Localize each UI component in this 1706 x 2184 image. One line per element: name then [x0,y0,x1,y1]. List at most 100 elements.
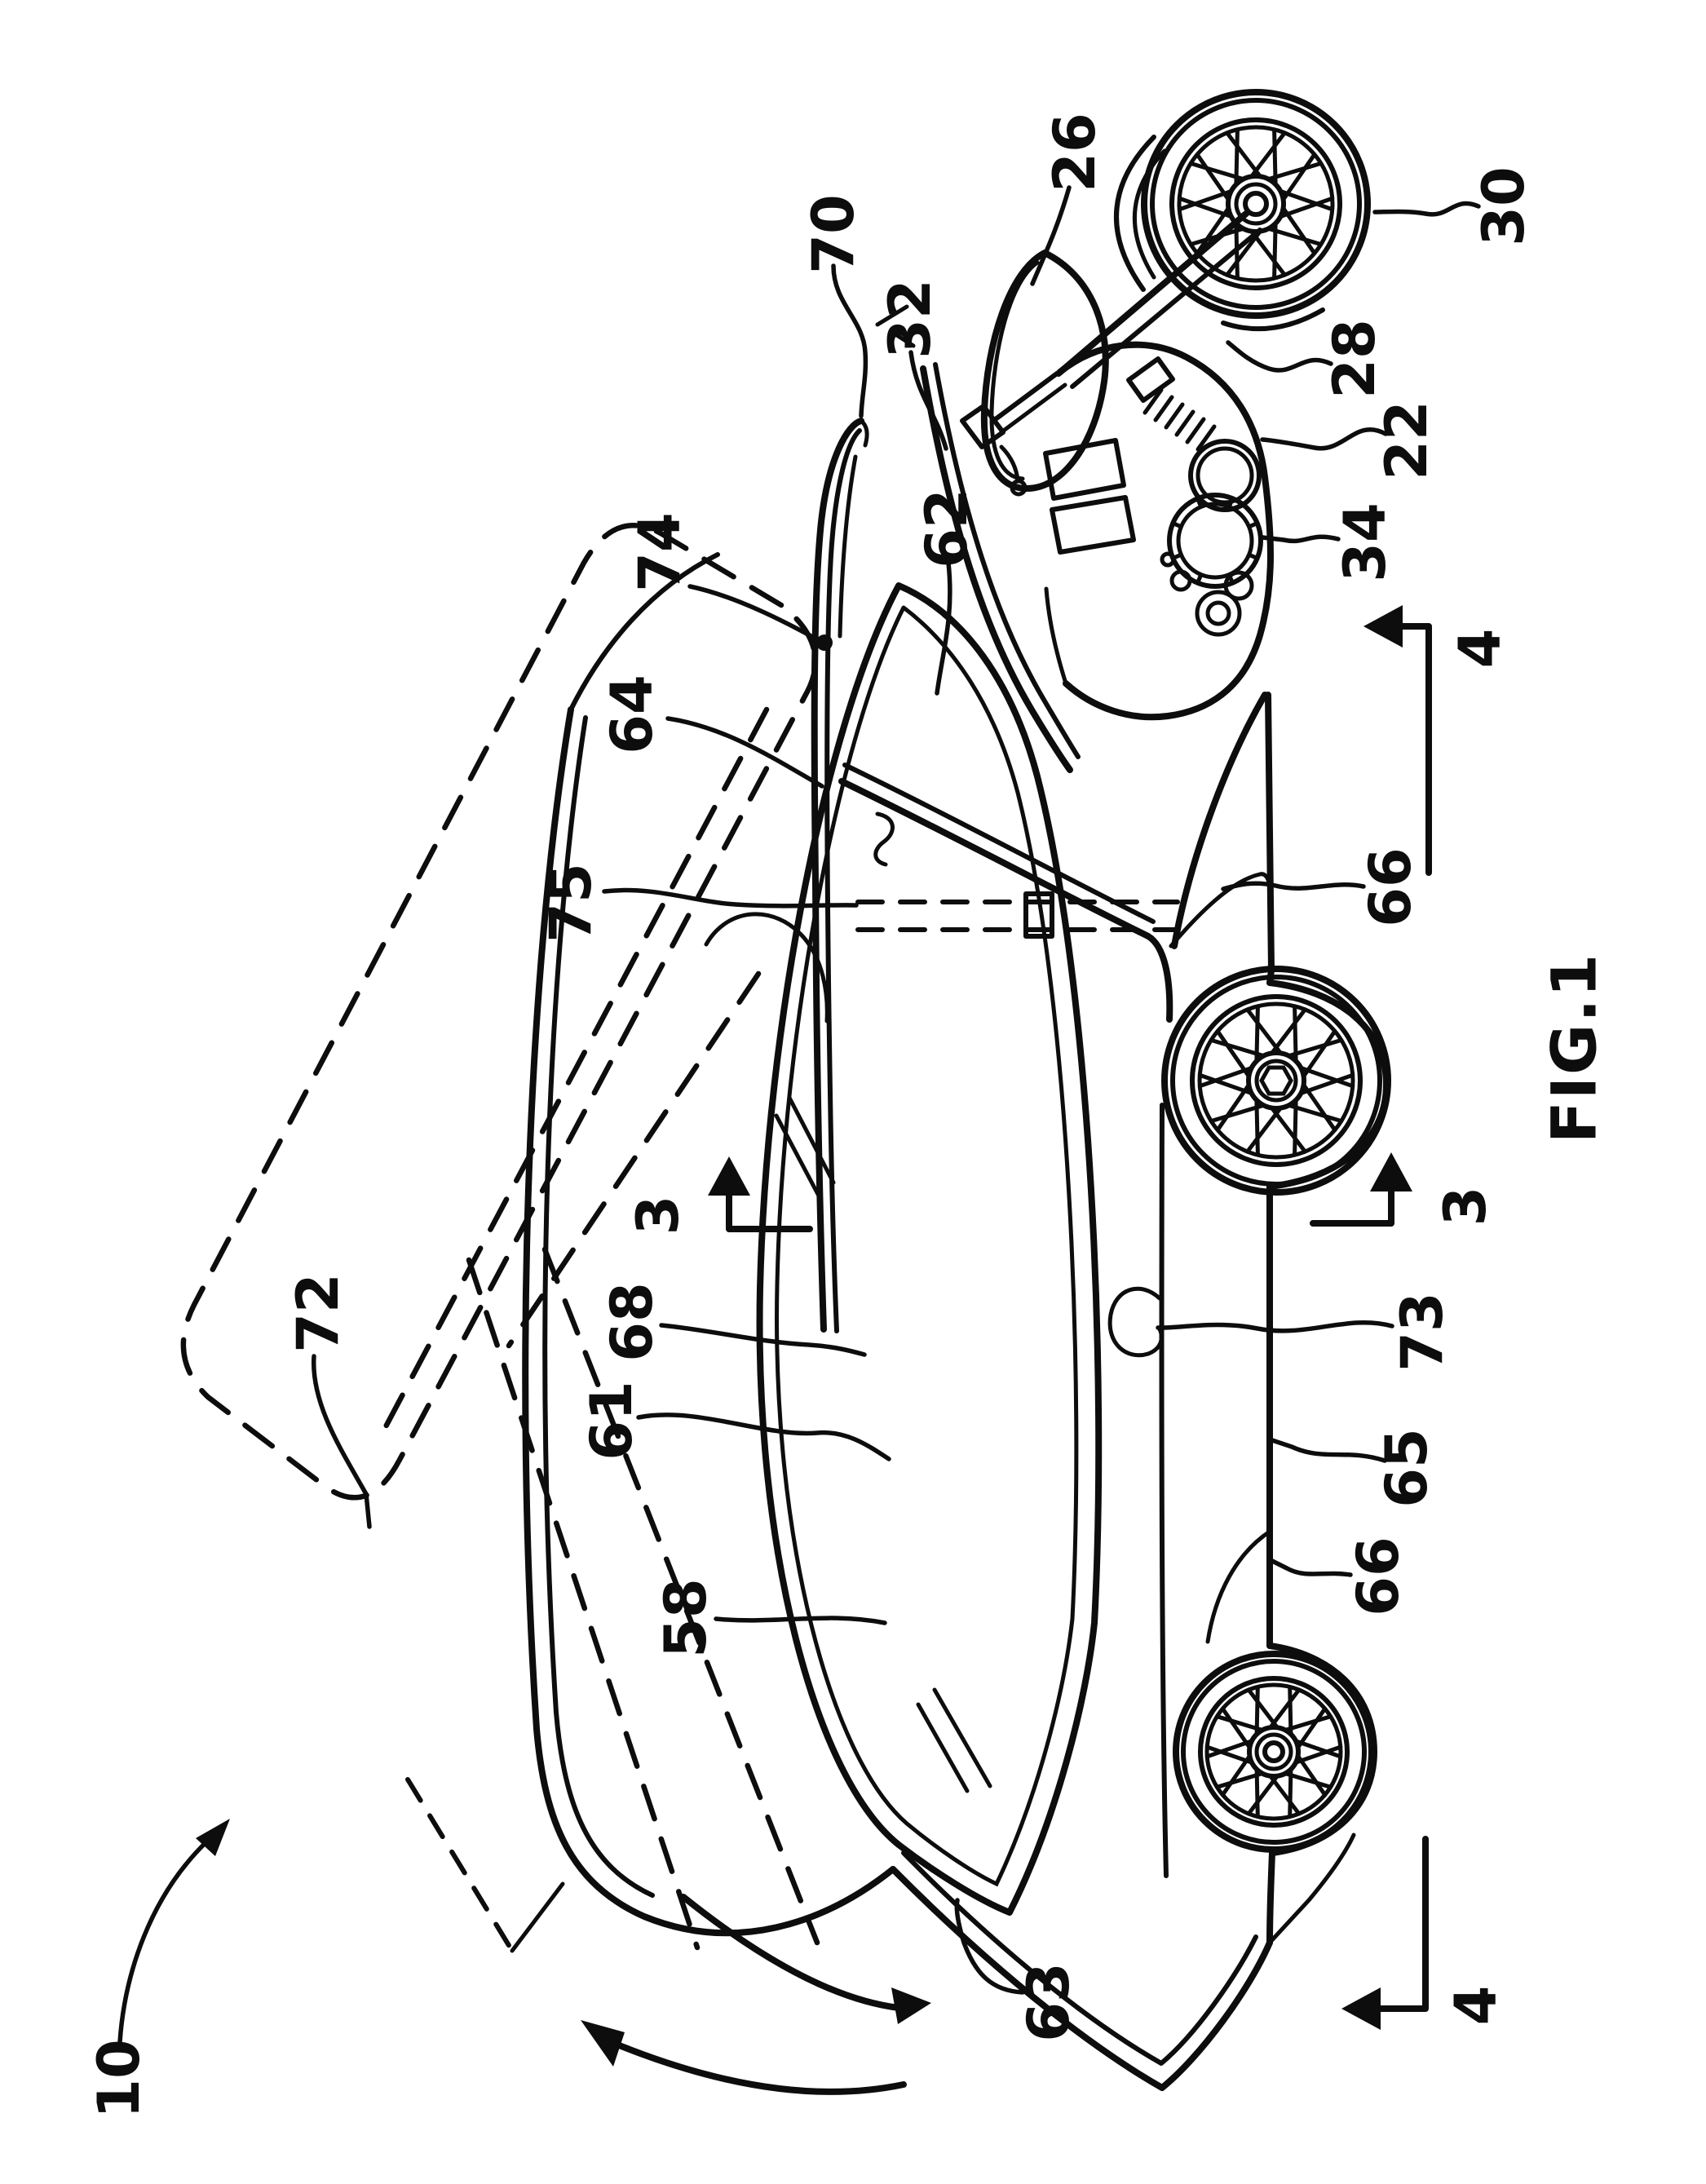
ref-label-26: 26 [1041,113,1108,192]
glass-inner-line [775,605,1079,1887]
door-panel [522,552,896,1937]
ref-label-62: 62 [913,489,980,568]
shoulder-line-inner [842,763,1156,924]
section-label-4-bottom: 4 [1443,1986,1509,2026]
signal-stalk [875,304,916,348]
rear-hub-inner [1254,1732,1293,1771]
cowl-outline [1057,341,1274,721]
top-window-edge-dashed [506,970,762,1349]
ref-label-63: 63 [1015,1962,1082,2041]
front-axle [1243,191,1269,217]
leader-66-right [1221,881,1366,891]
seat-inner-line [989,260,1040,481]
ref-label-74: 74 [626,512,693,591]
leader-22 [1260,427,1388,451]
mid-hub-hex [1259,1065,1293,1096]
ref-label-32: 32 [877,279,944,358]
ref-label-66-right: 66 [1357,847,1424,926]
windshield-mid-line [838,454,858,639]
gauge-1-inner [1196,446,1254,505]
wheel-spoke [1293,1072,1355,1098]
leader-73 [1156,1320,1394,1333]
reference-numerals: 10 22 26 28 30 32 34 58 61 62 63 64 65 6… [86,113,1611,2118]
phantom-line-2 [541,1246,820,1946]
gauge-2-bezel [1167,493,1263,589]
phantom-top-panel [180,522,833,1953]
wheel-spoke [1293,1004,1298,1068]
wheel-spoke [1293,1063,1355,1089]
handle-loop [1107,1286,1164,1358]
section-label-3-right: 3 [1432,1187,1499,1227]
section-4-top-bracket [1375,623,1432,876]
leader-66-bottom [1268,1558,1353,1577]
wheel-spoke [1245,1102,1286,1154]
wheel-spoke [1278,152,1317,206]
rear-spokes [1204,1684,1343,1819]
ref-label-64: 64 [599,674,665,754]
handlebar-1 [991,371,1059,423]
windshield-inner-edge [824,428,862,1333]
wheel-spoke [1261,225,1324,247]
seat-outline [980,250,1109,493]
rear-axle [1262,1740,1285,1763]
ref-label-28: 28 [1321,319,1388,398]
wheel-spoke [1266,1007,1307,1059]
door-pull-bump [704,912,829,1023]
ref-label-73: 73 [1389,1292,1456,1371]
wheel-spoke [1288,1737,1343,1759]
swing-arrow-lower-arc [610,2040,907,2095]
sail-rear-edge [1265,692,1275,974]
door-glass [756,582,1103,1916]
gauge-tick [1247,553,1260,560]
windshield-tip [859,418,869,448]
spark-plug [1126,356,1175,403]
vehicle-drawing [180,89,1391,2095]
dash-dot [1160,551,1176,568]
leader-75 [602,887,859,909]
motion-arrows [581,1894,931,2095]
sail-front-edge [1171,692,1268,949]
wheel-spoke [1246,130,1287,183]
leader-64 [665,716,824,789]
wheel-spoke [1278,201,1317,256]
striker-block [1023,891,1054,939]
phantom-v-solid [510,1881,565,1953]
ref-label-72: 72 [285,1273,351,1352]
leader-32 [908,350,948,451]
glass-outline [756,582,1103,1916]
rear-corner-outer [890,1866,1273,2091]
section-4-top-arrowhead [1363,605,1403,648]
gauge-1-outer [1188,439,1262,512]
dash-knob-3 [1195,590,1242,637]
leader-10-arrowhead [196,1819,230,1856]
cockpit-rim-inner [933,362,1081,759]
leader-58 [714,1616,887,1625]
wheel-spoke [1197,1072,1259,1098]
wheel-spoke [1225,130,1266,183]
leader-30 [1372,201,1481,217]
leader-74 [687,584,820,642]
leader-34 [1260,534,1341,544]
wheel-spoke [1273,196,1335,221]
squiggle-mark [873,811,895,867]
leader-68 [659,1323,867,1357]
section-4-bottom-bracket [1352,1836,1429,2012]
gauge-tick [1196,573,1203,586]
front-wheel [1055,89,1371,389]
wheel-spoke [1298,1078,1337,1133]
section-3-right-arrowhead [1370,1152,1412,1191]
door-outer-edge [522,706,896,1937]
leader-10 [117,1828,221,2045]
body-crease-line [1159,1103,1169,1878]
handlebar-assembly [875,304,1067,497]
ref-label-10: 10 [86,2039,152,2118]
door-inner-edge [542,715,655,1898]
ref-label-75: 75 [537,863,604,942]
wheel-spoke [1220,1749,1255,1797]
wheel-spoke [1272,216,1278,281]
ref-label-58: 58 [652,1578,719,1657]
dash-knob-2 [1223,570,1254,601]
dash-knob-1 [1169,569,1192,592]
gauge-tick [1227,496,1235,509]
door-front-edge [568,552,720,712]
